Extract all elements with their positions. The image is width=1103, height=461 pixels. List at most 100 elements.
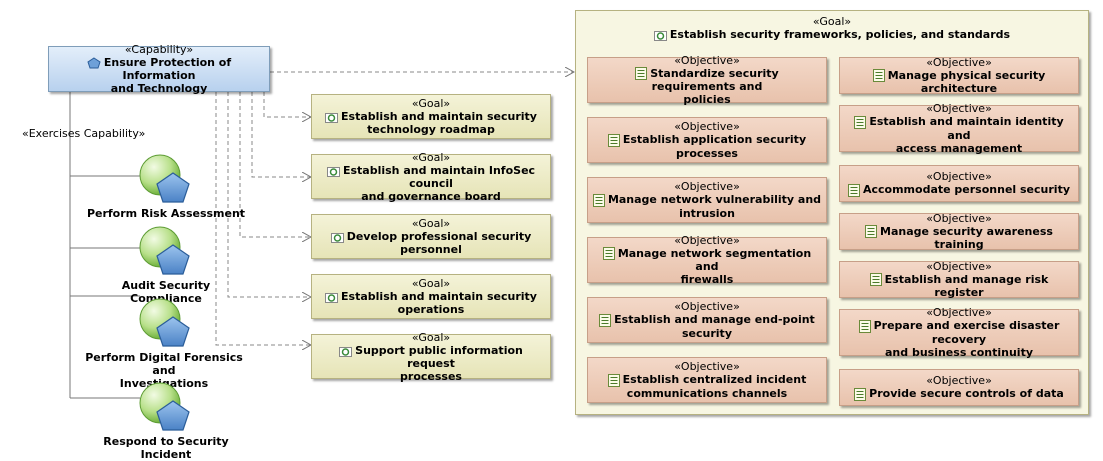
exercises-capability-label: «Exercises Capability» bbox=[22, 127, 146, 140]
main-goal-header: «Goal» Establish security frameworks, po… bbox=[576, 13, 1088, 43]
box-name-line1: Establish and maintain security bbox=[341, 290, 537, 303]
stereotype-label: «Objective» bbox=[926, 259, 992, 273]
objective-box[interactable]: «Objective»Manage network segmentation a… bbox=[587, 233, 827, 286]
stereotype-label: «Objective» bbox=[926, 170, 992, 184]
box-name-line2: communications channels bbox=[626, 386, 788, 400]
sub-capability-name: Perform Risk Assessment bbox=[86, 207, 246, 220]
main-goal-name: Establish security frameworks, policies,… bbox=[669, 28, 1011, 41]
objective-icon bbox=[854, 387, 867, 401]
stereotype-label: «Objective» bbox=[926, 102, 992, 116]
box-name-line2: security bbox=[682, 326, 732, 340]
objective-icon bbox=[602, 247, 615, 261]
box-name: Manage physical security architecture bbox=[840, 69, 1078, 96]
box-name-line1: Manage security awareness training bbox=[880, 224, 1053, 252]
box-name-line2: access management bbox=[895, 141, 1023, 155]
box-name: Manage security awareness training bbox=[840, 225, 1078, 252]
sub-capability-name: Audit Security Compliance bbox=[121, 279, 211, 305]
main-goal-name-wrap: Establish security frameworks, policies,… bbox=[650, 28, 1014, 41]
box-name-line1: Establish and maintain security bbox=[341, 110, 537, 123]
box-name-line1: Manage network segmentation and bbox=[617, 246, 812, 274]
objective-box[interactable]: «Objective»Prepare and exercise disaster… bbox=[839, 306, 1079, 359]
stereotype-label: «Objective» bbox=[926, 374, 992, 388]
box-name-line2: processes bbox=[400, 369, 462, 383]
box-name-line2: technology roadmap bbox=[367, 123, 495, 136]
objective-icon bbox=[872, 69, 885, 83]
box-name-line2: policies bbox=[683, 93, 731, 107]
box-name: Establish and manage risk register bbox=[840, 273, 1078, 300]
objective-box[interactable]: «Objective»Establish and manage risk reg… bbox=[839, 259, 1079, 300]
box-name-line1: Establish and manage risk register bbox=[884, 272, 1049, 300]
box-name-line1: Develop professional security bbox=[346, 230, 532, 243]
capability-stereotype: «Capability» bbox=[124, 43, 194, 56]
goal-box[interactable]: «Goal»Support public information request… bbox=[311, 330, 551, 383]
goal-icon bbox=[325, 293, 339, 303]
box-name-line1: Establish and maintain InfoSec council bbox=[342, 163, 536, 190]
stereotype-label: «Goal» bbox=[411, 97, 451, 110]
box-name: Provide secure controls of data bbox=[850, 387, 1068, 401]
box-name-line2: processes bbox=[676, 146, 738, 160]
objective-box[interactable]: «Objective»Manage physical security arch… bbox=[839, 56, 1079, 96]
stereotype-label: «Objective» bbox=[674, 53, 740, 67]
stereotype-label: «Objective» bbox=[926, 306, 992, 320]
box-name-line2: operations bbox=[397, 303, 465, 316]
objective-icon bbox=[592, 193, 605, 207]
goal-icon bbox=[339, 346, 353, 357]
goal-icon bbox=[330, 233, 344, 243]
capability-name: Ensure Protection of Information and Tec… bbox=[49, 56, 269, 95]
box-name-line2: and governance board bbox=[361, 189, 501, 203]
goal-icon bbox=[325, 113, 339, 123]
stereotype-label: «Goal» bbox=[411, 150, 451, 164]
capability-name-line1: Ensure Protection of Information bbox=[103, 56, 232, 82]
objective-box[interactable]: «Objective»Establish application securit… bbox=[587, 117, 827, 163]
objective-icon bbox=[635, 67, 648, 81]
box-name-line1: Provide secure controls of data bbox=[869, 387, 1064, 401]
objective-icon bbox=[854, 115, 867, 129]
sub-capability-label: Respond to Security Incident bbox=[86, 435, 246, 461]
stereotype-label: «Objective» bbox=[674, 360, 740, 374]
objective-box[interactable]: «Objective»Establish centralized inciden… bbox=[587, 357, 827, 403]
box-name-line1: Prepare and exercise disaster recovery bbox=[873, 319, 1060, 346]
stereotype-label: «Objective» bbox=[674, 120, 740, 134]
capability-icon bbox=[87, 57, 101, 69]
box-name-line1: Accommodate personnel security bbox=[862, 183, 1070, 197]
capability-box[interactable]: «Capability» Ensure Protection of Inform… bbox=[48, 43, 270, 95]
stereotype-label: «Objective» bbox=[674, 233, 740, 247]
goal-box[interactable]: «Goal»Establish and maintain InfoSec cou… bbox=[311, 150, 551, 203]
stereotype-label: «Goal» bbox=[411, 277, 451, 290]
box-name: Accommodate personnel security bbox=[844, 183, 1074, 197]
stereotype-label: «Objective» bbox=[926, 211, 992, 225]
objective-icon bbox=[599, 313, 612, 327]
sub-capability-icon[interactable] bbox=[138, 225, 192, 280]
objective-box[interactable]: «Objective»Provide secure controls of da… bbox=[839, 369, 1079, 406]
objective-box[interactable]: «Objective»Manage network vulnerability … bbox=[587, 177, 827, 223]
objective-box[interactable]: «Objective»Establish and manage end-poin… bbox=[587, 297, 827, 343]
box-name-line1: Manage physical security architecture bbox=[887, 68, 1046, 96]
sub-capability-icon[interactable] bbox=[138, 381, 192, 436]
objective-icon bbox=[607, 133, 620, 147]
objective-box[interactable]: «Objective»Standardize security requirem… bbox=[587, 53, 827, 106]
goal-icon bbox=[326, 166, 340, 177]
sub-capability-icon[interactable] bbox=[138, 153, 192, 208]
sub-capability-label: Audit Security Compliance bbox=[86, 279, 246, 305]
objective-box[interactable]: «Objective»Manage security awareness tra… bbox=[839, 211, 1079, 252]
stereotype-label: «Goal» bbox=[411, 330, 451, 344]
sub-capability-name: Respond to Security Incident bbox=[103, 435, 229, 461]
box-name-line1: Establish and manage end-point bbox=[614, 313, 815, 327]
objective-box[interactable]: «Objective»Establish and maintain identi… bbox=[839, 102, 1079, 155]
sub-capability-icon[interactable] bbox=[138, 297, 192, 352]
sub-capability-name-line1: Perform Digital Forensics and bbox=[85, 351, 243, 377]
objective-box[interactable]: «Objective»Accommodate personnel securit… bbox=[839, 165, 1079, 202]
